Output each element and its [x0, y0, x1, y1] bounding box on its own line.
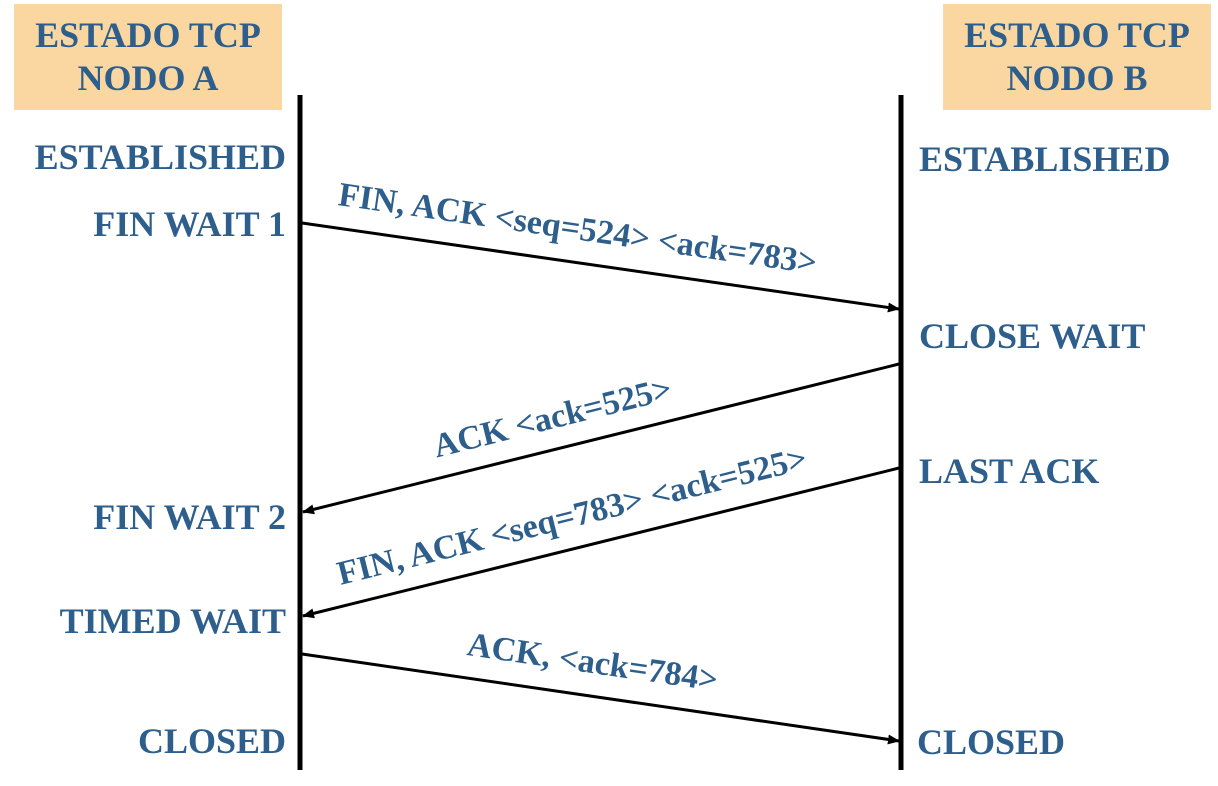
state-a-established: ESTABLISHED — [34, 137, 286, 177]
state-b-last-ack: LAST ACK — [919, 451, 1100, 491]
state-b-close-wait: CLOSE WAIT — [919, 316, 1146, 356]
arrow-fin-ack-a-to-b — [301, 221, 900, 313]
arrow-fin-ack-b-to-a — [302, 466, 900, 619]
arrow-ack-b-to-a — [302, 362, 900, 515]
node-b-header-line1: ESTADO TCP — [964, 15, 1190, 55]
node-a-header-line1: ESTADO TCP — [35, 15, 261, 55]
state-a-closed: CLOSED — [137, 721, 286, 761]
arrow-ack-a-to-b — [301, 652, 900, 745]
state-a-fin-wait-1: FIN WAIT 1 — [93, 204, 286, 244]
state-a-fin-wait-2: FIN WAIT 2 — [93, 497, 286, 537]
node-a-header-line2: NODO A — [77, 58, 219, 98]
state-b-established: ESTABLISHED — [919, 139, 1171, 179]
node-a-header: ESTADO TCP NODO A — [14, 4, 282, 110]
node-b-header: ESTADO TCP NODO B — [943, 4, 1211, 110]
state-b-closed: CLOSED — [917, 722, 1066, 762]
node-b-header-line2: NODO B — [1006, 58, 1148, 98]
state-a-timed-wait: TIMED WAIT — [59, 601, 286, 641]
